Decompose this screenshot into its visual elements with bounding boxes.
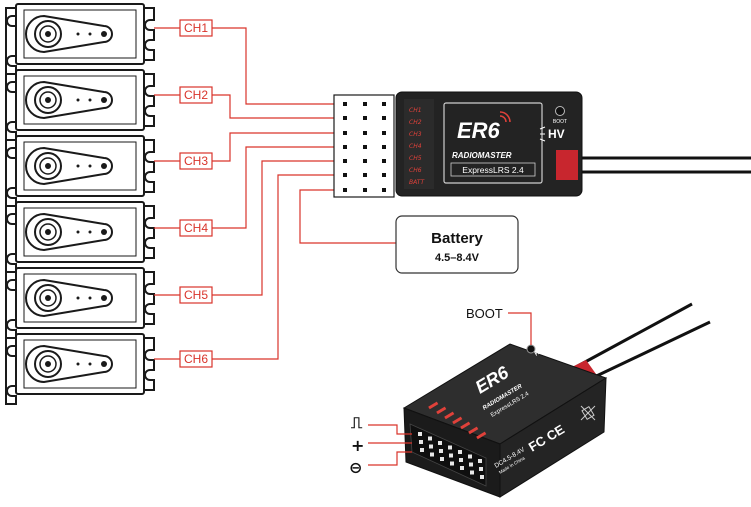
header-pin-3d xyxy=(419,440,423,444)
ch-label-4: CH4 xyxy=(179,219,213,237)
svg-text:BOOT: BOOT xyxy=(553,119,567,125)
port-labels-3d xyxy=(428,401,487,440)
ch-label-3: CH3 xyxy=(179,152,213,170)
led-indicator xyxy=(539,126,546,142)
svg-text:CH5: CH5 xyxy=(409,155,422,162)
battery-box: Battery 4.5–8.4V xyxy=(395,215,519,274)
header-pin-3d xyxy=(469,462,473,467)
signal-symbol: ⎍ xyxy=(351,413,363,432)
svg-text:CH1: CH1 xyxy=(409,107,422,114)
svg-text:BOOT: BOOT xyxy=(466,306,503,321)
svg-text:CH2: CH2 xyxy=(409,119,422,126)
antenna-3d-2 xyxy=(587,320,711,382)
servo-ch3 xyxy=(5,135,155,207)
header-pin xyxy=(382,159,386,163)
header-pin xyxy=(382,145,386,149)
header-pin xyxy=(363,131,367,135)
antenna-connector xyxy=(556,150,578,180)
header-pin-3d xyxy=(439,449,443,453)
header-pin-3d xyxy=(468,454,472,459)
weee-icon xyxy=(580,405,596,421)
model-label: ER6 xyxy=(457,118,501,143)
header-pin-3d xyxy=(450,461,454,466)
header-pin xyxy=(382,102,386,106)
negative-symbol: ⊖ xyxy=(349,458,362,477)
header-pin xyxy=(343,116,347,120)
svg-text:CH1: CH1 xyxy=(184,21,208,35)
brand-label: RADIOMASTER xyxy=(452,151,512,160)
routing-wires xyxy=(212,27,396,360)
header-pin xyxy=(363,116,367,120)
svg-text:CH3: CH3 xyxy=(409,131,422,138)
header-pin-3d xyxy=(458,450,462,454)
svg-text:CH3: CH3 xyxy=(184,154,208,168)
header-pin xyxy=(363,188,367,192)
header-pin-3d xyxy=(470,470,474,475)
header-pin-3d xyxy=(440,457,444,461)
header-pin-3d xyxy=(480,475,484,479)
svg-text:CH2: CH2 xyxy=(184,88,208,102)
header-pin xyxy=(382,188,386,192)
header-pin xyxy=(382,173,386,177)
svg-text:HV: HV xyxy=(534,348,544,357)
boot-button-3d[interactable] xyxy=(526,344,536,354)
servo-ch2 xyxy=(5,69,155,141)
servo-ch6 xyxy=(5,333,155,405)
header-pin xyxy=(363,145,367,149)
svg-text:CH4: CH4 xyxy=(184,221,208,235)
ch-label-2: CH2 xyxy=(179,86,213,104)
header-pin-3d xyxy=(420,448,424,452)
header-pin xyxy=(343,173,347,177)
svg-text:CH4: CH4 xyxy=(409,143,422,150)
receiver-3d: ER6 RADIOMASTER ExpressLRS 2.4 HV DC4.5-… xyxy=(402,302,711,498)
header-pin-3d xyxy=(459,458,463,462)
pin-header xyxy=(333,94,395,198)
header-pin xyxy=(363,173,367,177)
header-pin-3d xyxy=(479,467,483,471)
header-pin-3d xyxy=(438,441,442,445)
header-pin xyxy=(343,188,347,192)
ch-label-6: CH6 xyxy=(179,350,213,368)
header-pin xyxy=(363,159,367,163)
ch-label-5: CH5 xyxy=(179,286,213,304)
servo-ch4 xyxy=(5,201,155,273)
svg-text:CH5: CH5 xyxy=(184,288,208,302)
hv-label: HV xyxy=(548,127,565,141)
header-pin xyxy=(343,145,347,149)
receiver-top: CH1 CH2 CH3 CH4 CH5 CH6 BATT ER6 RADIOMA… xyxy=(395,91,751,197)
header-pin xyxy=(343,131,347,135)
svg-text:BATT: BATT xyxy=(409,179,425,186)
boot-button[interactable] xyxy=(555,106,565,116)
servo-ch1 xyxy=(5,3,155,75)
header-pin-3d xyxy=(418,432,422,436)
header-pin xyxy=(343,102,347,106)
header-pin-3d xyxy=(429,444,433,449)
header-pin xyxy=(382,131,386,135)
header-pin-3d xyxy=(478,459,482,463)
svg-text:CH6: CH6 xyxy=(184,352,208,366)
header-pin-3d xyxy=(428,436,432,441)
signal-icon xyxy=(499,111,511,123)
header-pin-3d xyxy=(460,466,464,470)
ch-label-1: CH1 xyxy=(179,19,213,37)
antenna-3d-1 xyxy=(573,302,693,370)
battery-title: Battery xyxy=(431,230,483,247)
positive-symbol: + xyxy=(351,436,364,455)
servo-ch5 xyxy=(5,267,155,339)
battery-voltage: 4.5–8.4V xyxy=(435,252,480,264)
svg-text:CH6: CH6 xyxy=(409,167,422,174)
header-pin-3d xyxy=(430,452,434,457)
protocol-label: ExpressLRS 2.4 xyxy=(462,165,524,175)
pin-symbols: ⎍ + ⊖ xyxy=(349,413,412,477)
header-pin xyxy=(363,102,367,106)
header-pin-3d xyxy=(448,445,452,450)
servo-leads xyxy=(154,27,180,360)
header-pin xyxy=(343,159,347,163)
boot-callout: BOOT xyxy=(466,306,532,345)
header-pin-3d xyxy=(449,453,453,458)
header-pin xyxy=(382,116,386,120)
